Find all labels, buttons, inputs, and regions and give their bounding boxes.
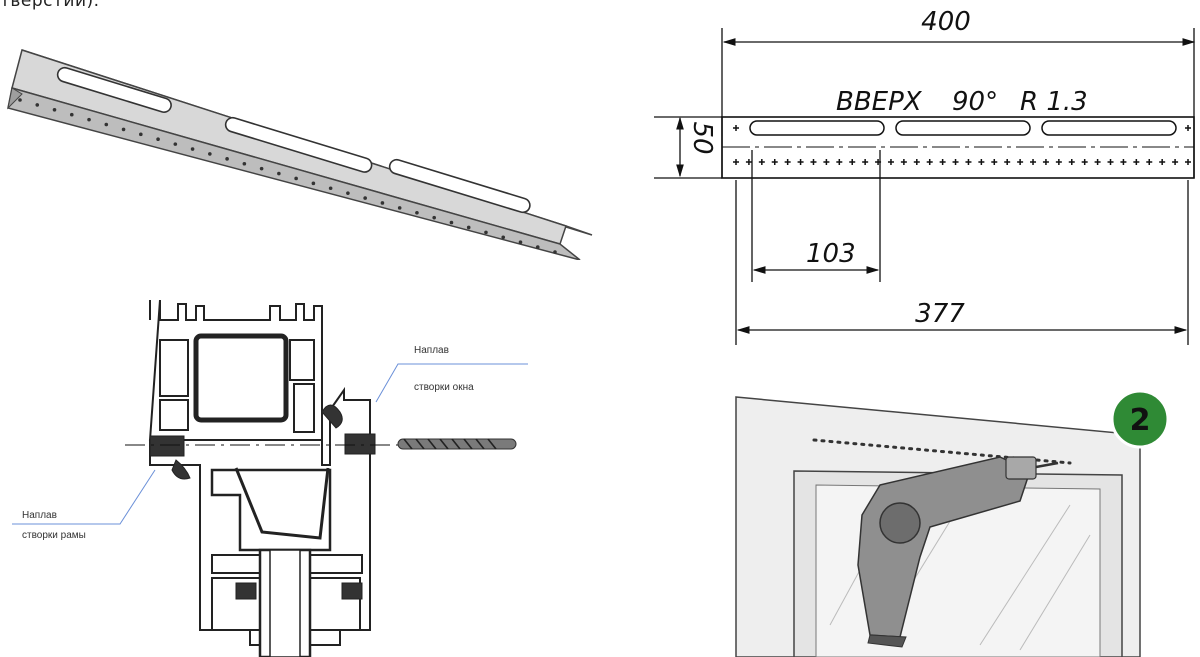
bracket-hole xyxy=(225,157,229,161)
drawing-hole xyxy=(823,159,830,165)
drawing-hole xyxy=(1120,159,1127,165)
drawing-hole xyxy=(733,125,739,131)
bracket-hole xyxy=(259,166,264,171)
bracket-hole xyxy=(104,122,109,127)
label-sash-line2: створки окна xyxy=(414,382,474,393)
drawing-hole xyxy=(1185,125,1191,131)
bracket-dimension-drawing: 400 ВВЕРХ 90° R 1.3 50 103 377 xyxy=(654,7,1196,345)
bracket-hole xyxy=(553,250,557,254)
drawing-hole xyxy=(1017,159,1024,165)
bracket-hole xyxy=(35,103,40,107)
drawing-hole xyxy=(836,159,843,165)
bracket-hole xyxy=(518,240,523,244)
bracket-hole xyxy=(535,245,540,249)
bracket-hole xyxy=(363,196,367,200)
bracket-hole xyxy=(18,98,22,102)
bracket-hole xyxy=(501,235,506,240)
bracket-hole xyxy=(87,117,91,122)
angle-bracket-illustration xyxy=(7,49,593,260)
drawing-hole xyxy=(1081,159,1088,165)
dim-span-377: 377 xyxy=(915,299,965,329)
drawing-hole xyxy=(900,159,907,165)
drawing-hole xyxy=(797,159,804,165)
drawing-hole xyxy=(887,159,894,165)
label-sash-line1: Наплав xyxy=(414,345,449,356)
drawing-hole xyxy=(1107,159,1114,165)
bracket-hole xyxy=(346,191,350,195)
drawing-hole xyxy=(875,159,882,165)
drawing-hole xyxy=(926,159,933,165)
label-frame-line2: створки рамы xyxy=(22,530,86,541)
bracket-hole xyxy=(208,152,212,156)
drawing-hole xyxy=(1030,159,1037,165)
step-badge: 2 xyxy=(1110,389,1170,449)
bracket-hole xyxy=(311,181,316,186)
dim-height-50: 50 xyxy=(687,121,717,154)
bracket-hole xyxy=(328,186,333,191)
drawing-hole xyxy=(1042,159,1049,165)
drilling-step-illustration: 2 xyxy=(735,389,1170,657)
drawing-hole xyxy=(913,159,920,165)
drawing-hole xyxy=(745,159,752,165)
bracket-hole xyxy=(397,206,402,210)
note-radius: R 1.3 xyxy=(1020,87,1088,117)
bracket-hole xyxy=(52,108,57,112)
drawing-hole xyxy=(1133,159,1140,165)
bracket-hole xyxy=(190,147,195,151)
bracket-hole xyxy=(156,137,160,142)
bracket-hole-row xyxy=(18,98,557,254)
drill-bit-icon xyxy=(397,438,517,450)
bracket-hole xyxy=(466,225,471,230)
drawing-hole xyxy=(758,159,765,165)
label-frame-line1: Наплав xyxy=(22,510,57,521)
bracket-hole xyxy=(69,112,74,117)
caption-top: тверстий). xyxy=(0,0,100,11)
drawing-hole xyxy=(952,159,959,165)
note-up: ВВЕРХ xyxy=(836,87,923,117)
drawing-hole xyxy=(1094,159,1101,165)
drill-icon xyxy=(857,456,1059,648)
drawing-hole xyxy=(1172,159,1179,165)
drawing-hole xyxy=(939,159,946,165)
drawing-hole xyxy=(991,159,998,165)
drawing-hole xyxy=(784,159,791,165)
bracket-hole xyxy=(294,176,298,181)
dim-length-400: 400 xyxy=(921,7,971,37)
bracket-hole xyxy=(242,161,247,166)
drawing-hole xyxy=(862,159,869,165)
drawing-hole xyxy=(1185,159,1191,165)
drawing-hole xyxy=(810,159,817,165)
dim-slot-103: 103 xyxy=(806,239,856,269)
bracket-hole xyxy=(484,230,488,235)
drawing-hole-row xyxy=(733,125,1191,165)
drawing-hole xyxy=(771,159,778,165)
bracket-hole xyxy=(432,215,436,220)
drawing-hole xyxy=(965,159,972,165)
drawing-hole xyxy=(1055,159,1062,165)
drawing-hole xyxy=(1004,159,1011,165)
note-angle: 90° xyxy=(952,87,998,117)
bracket-hole xyxy=(449,220,454,225)
drawing-hole xyxy=(849,159,856,165)
bracket-hole xyxy=(173,142,178,146)
bracket-hole xyxy=(380,201,385,205)
drawing-hole xyxy=(1146,159,1153,165)
bracket-hole xyxy=(277,171,281,176)
bracket-hole xyxy=(415,210,419,215)
step-number: 2 xyxy=(1130,403,1151,438)
drawing-hole xyxy=(1159,159,1166,165)
drawing-hole xyxy=(978,159,985,165)
bracket-hole xyxy=(121,127,126,132)
drawing-hole xyxy=(733,159,739,165)
window-profile-section: Наплав створки окна Наплав створки рамы xyxy=(12,300,528,657)
drawing-hole xyxy=(1068,159,1075,165)
bracket-hole xyxy=(139,132,143,137)
angle-bracket-icon xyxy=(7,49,593,260)
